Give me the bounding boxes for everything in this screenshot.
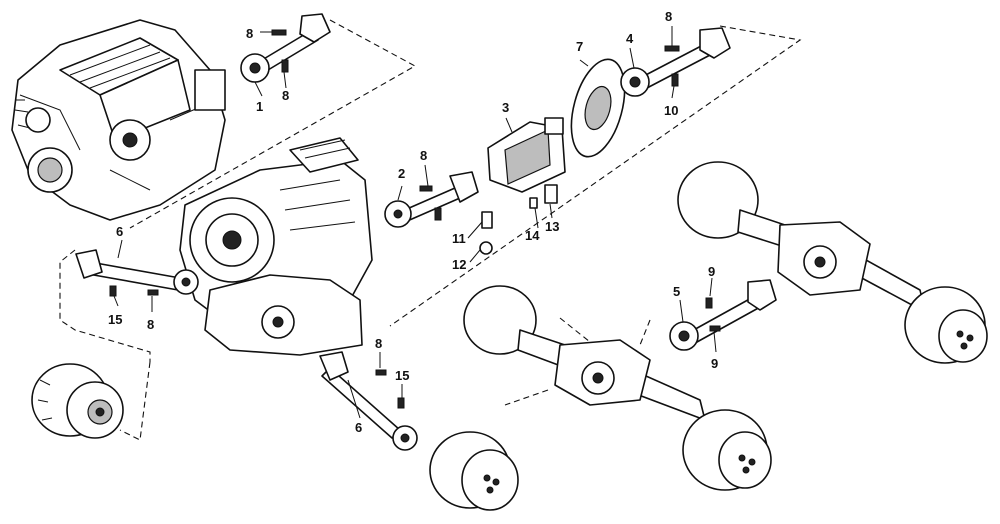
callout-15-rear: 15 — [395, 368, 410, 383]
assembly-dashed-lines — [59, 19, 802, 441]
callout-8-top-right: 8 — [665, 9, 673, 24]
callout-8-shaft-1: 8 — [282, 88, 290, 103]
propeller-shaft-4 — [620, 27, 731, 97]
callout-8-rear: 8 — [375, 336, 383, 351]
rear-wheel-hub-left — [429, 431, 519, 511]
callout-13: 13 — [545, 219, 560, 234]
callout-8-top-left: 8 — [246, 26, 254, 41]
callout-8-front: 8 — [147, 317, 155, 332]
callout-8-shaft-2: 8 — [420, 148, 428, 163]
callout-9-bottom: 9 — [711, 356, 719, 371]
leader-lines — [113, 26, 717, 419]
callout-14: 14 — [525, 228, 540, 243]
callout-5: 5 — [673, 284, 681, 299]
callout-11: 11 — [452, 231, 466, 246]
callout-2: 2 — [398, 166, 406, 181]
transmission-housing — [179, 137, 373, 356]
propeller-shaft-5 — [669, 279, 777, 351]
callout-4: 4 — [626, 31, 634, 46]
front-wheel-hub — [31, 363, 124, 439]
callout-15-front: 15 — [108, 312, 123, 327]
engine — [11, 19, 226, 221]
parking-brake-disc-7 — [570, 58, 626, 158]
callout-9-top: 9 — [708, 264, 716, 279]
callout-7: 7 — [576, 39, 584, 54]
propeller-shaft-2 — [384, 171, 479, 228]
callout-6-rear: 6 — [355, 420, 363, 435]
callout-6-front: 6 — [116, 224, 124, 239]
tandem-axle-front — [463, 285, 772, 491]
callout-1: 1 — [256, 99, 264, 114]
callout-3: 3 — [502, 100, 510, 115]
propeller-shaft-6-front — [75, 249, 199, 295]
intermediate-bearing-3 — [487, 117, 566, 193]
propeller-shaft-6-rear — [319, 351, 418, 451]
callout-10: 10 — [664, 103, 679, 118]
callout-12: 12 — [452, 257, 467, 272]
tandem-axle-rear — [677, 161, 988, 364]
small-hardware — [479, 184, 558, 255]
